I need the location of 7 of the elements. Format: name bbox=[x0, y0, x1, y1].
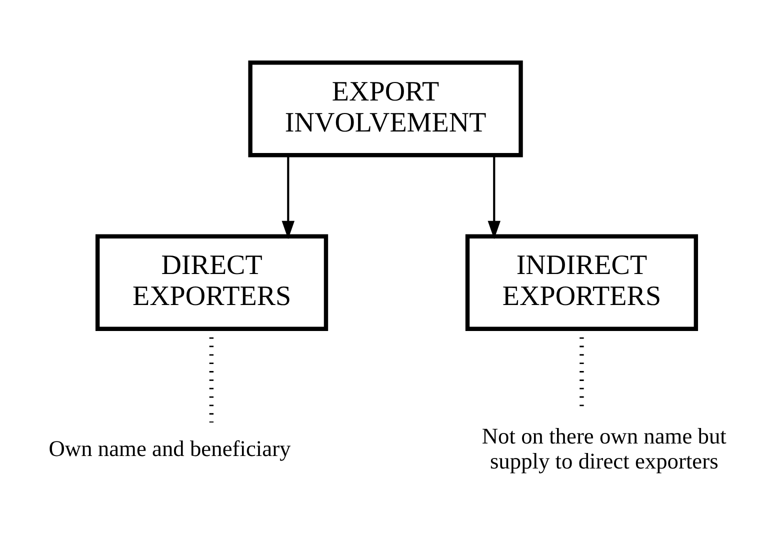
node-box: DIRECT EXPORTERS bbox=[95, 234, 328, 330]
node-box: INDIRECT EXPORTERS bbox=[465, 234, 698, 330]
node-text: Own name and beneficiary bbox=[48, 436, 291, 461]
arrow bbox=[488, 154, 501, 239]
node-box: EXPORT INVOLVEMENT bbox=[248, 60, 523, 157]
arrow bbox=[282, 154, 295, 239]
node-text: Not on there own name but supply to direct exporters bbox=[482, 422, 726, 474]
